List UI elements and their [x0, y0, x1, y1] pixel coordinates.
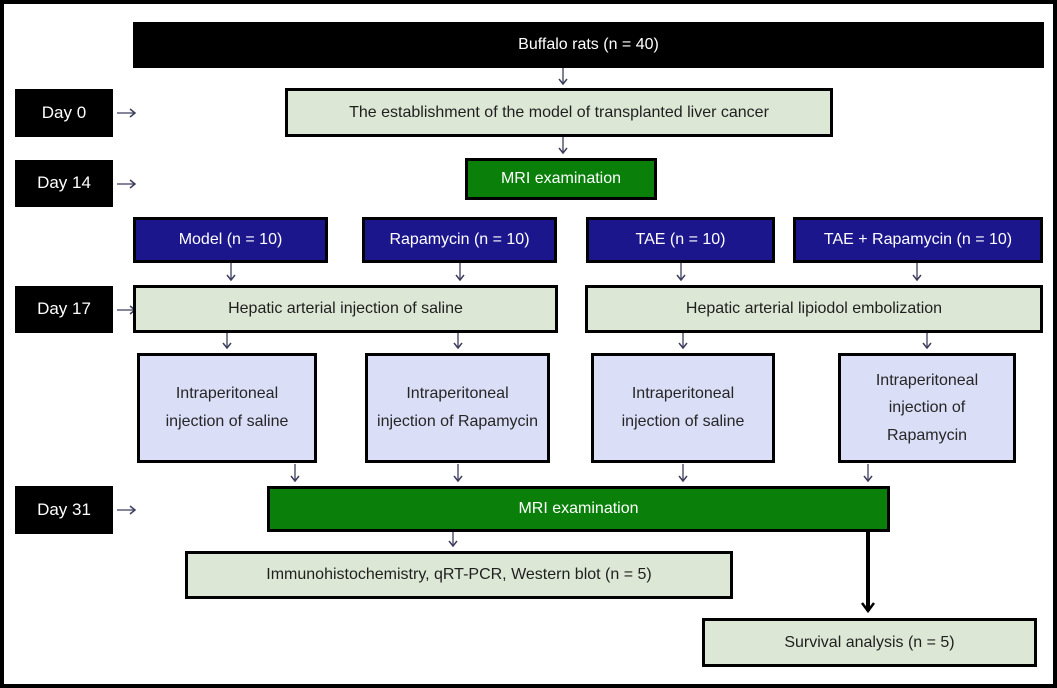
node-mri-examination-day31: MRI examination — [267, 486, 890, 532]
node-group-model: Model (n = 10) — [133, 217, 328, 263]
node-group-tae: TAE (n = 10) — [586, 217, 775, 263]
node-endpoint-survival: Survival analysis (n = 5) — [702, 618, 1037, 667]
node-group-tae-rapamycin: TAE + Rapamycin (n = 10) — [793, 217, 1043, 263]
timeline-day-0: Day 0 — [15, 89, 113, 137]
node-ip-rapamycin-taerap: Intraperitoneal injection of Rapamycin — [838, 353, 1016, 463]
node-ip-saline-model: Intraperitoneal injection of saline — [137, 353, 317, 463]
node-endpoint-pathology: Immunohistochemistry, qRT-PCR, Western b… — [185, 551, 733, 599]
timeline-day-17: Day 17 — [15, 286, 113, 333]
node-group-rapamycin: Rapamycin (n = 10) — [362, 217, 557, 263]
timeline-day-14: Day 14 — [15, 160, 113, 207]
node-hepatic-lipiodol-embolization: Hepatic arterial lipiodol embolization — [585, 285, 1043, 333]
timeline-day-31: Day 31 — [15, 486, 113, 534]
node-ip-saline-tae: Intraperitoneal injection of saline — [591, 353, 775, 463]
node-model-establishment: The establishment of the model of transp… — [285, 88, 833, 137]
node-mri-examination-day14: MRI examination — [465, 158, 657, 200]
node-buffalo-rats: Buffalo rats (n = 40) — [133, 22, 1044, 68]
node-ip-rapamycin-rapa: Intraperitoneal injection of Rapamycin — [365, 353, 550, 463]
node-hepatic-saline-injection: Hepatic arterial injection of saline — [133, 285, 558, 333]
